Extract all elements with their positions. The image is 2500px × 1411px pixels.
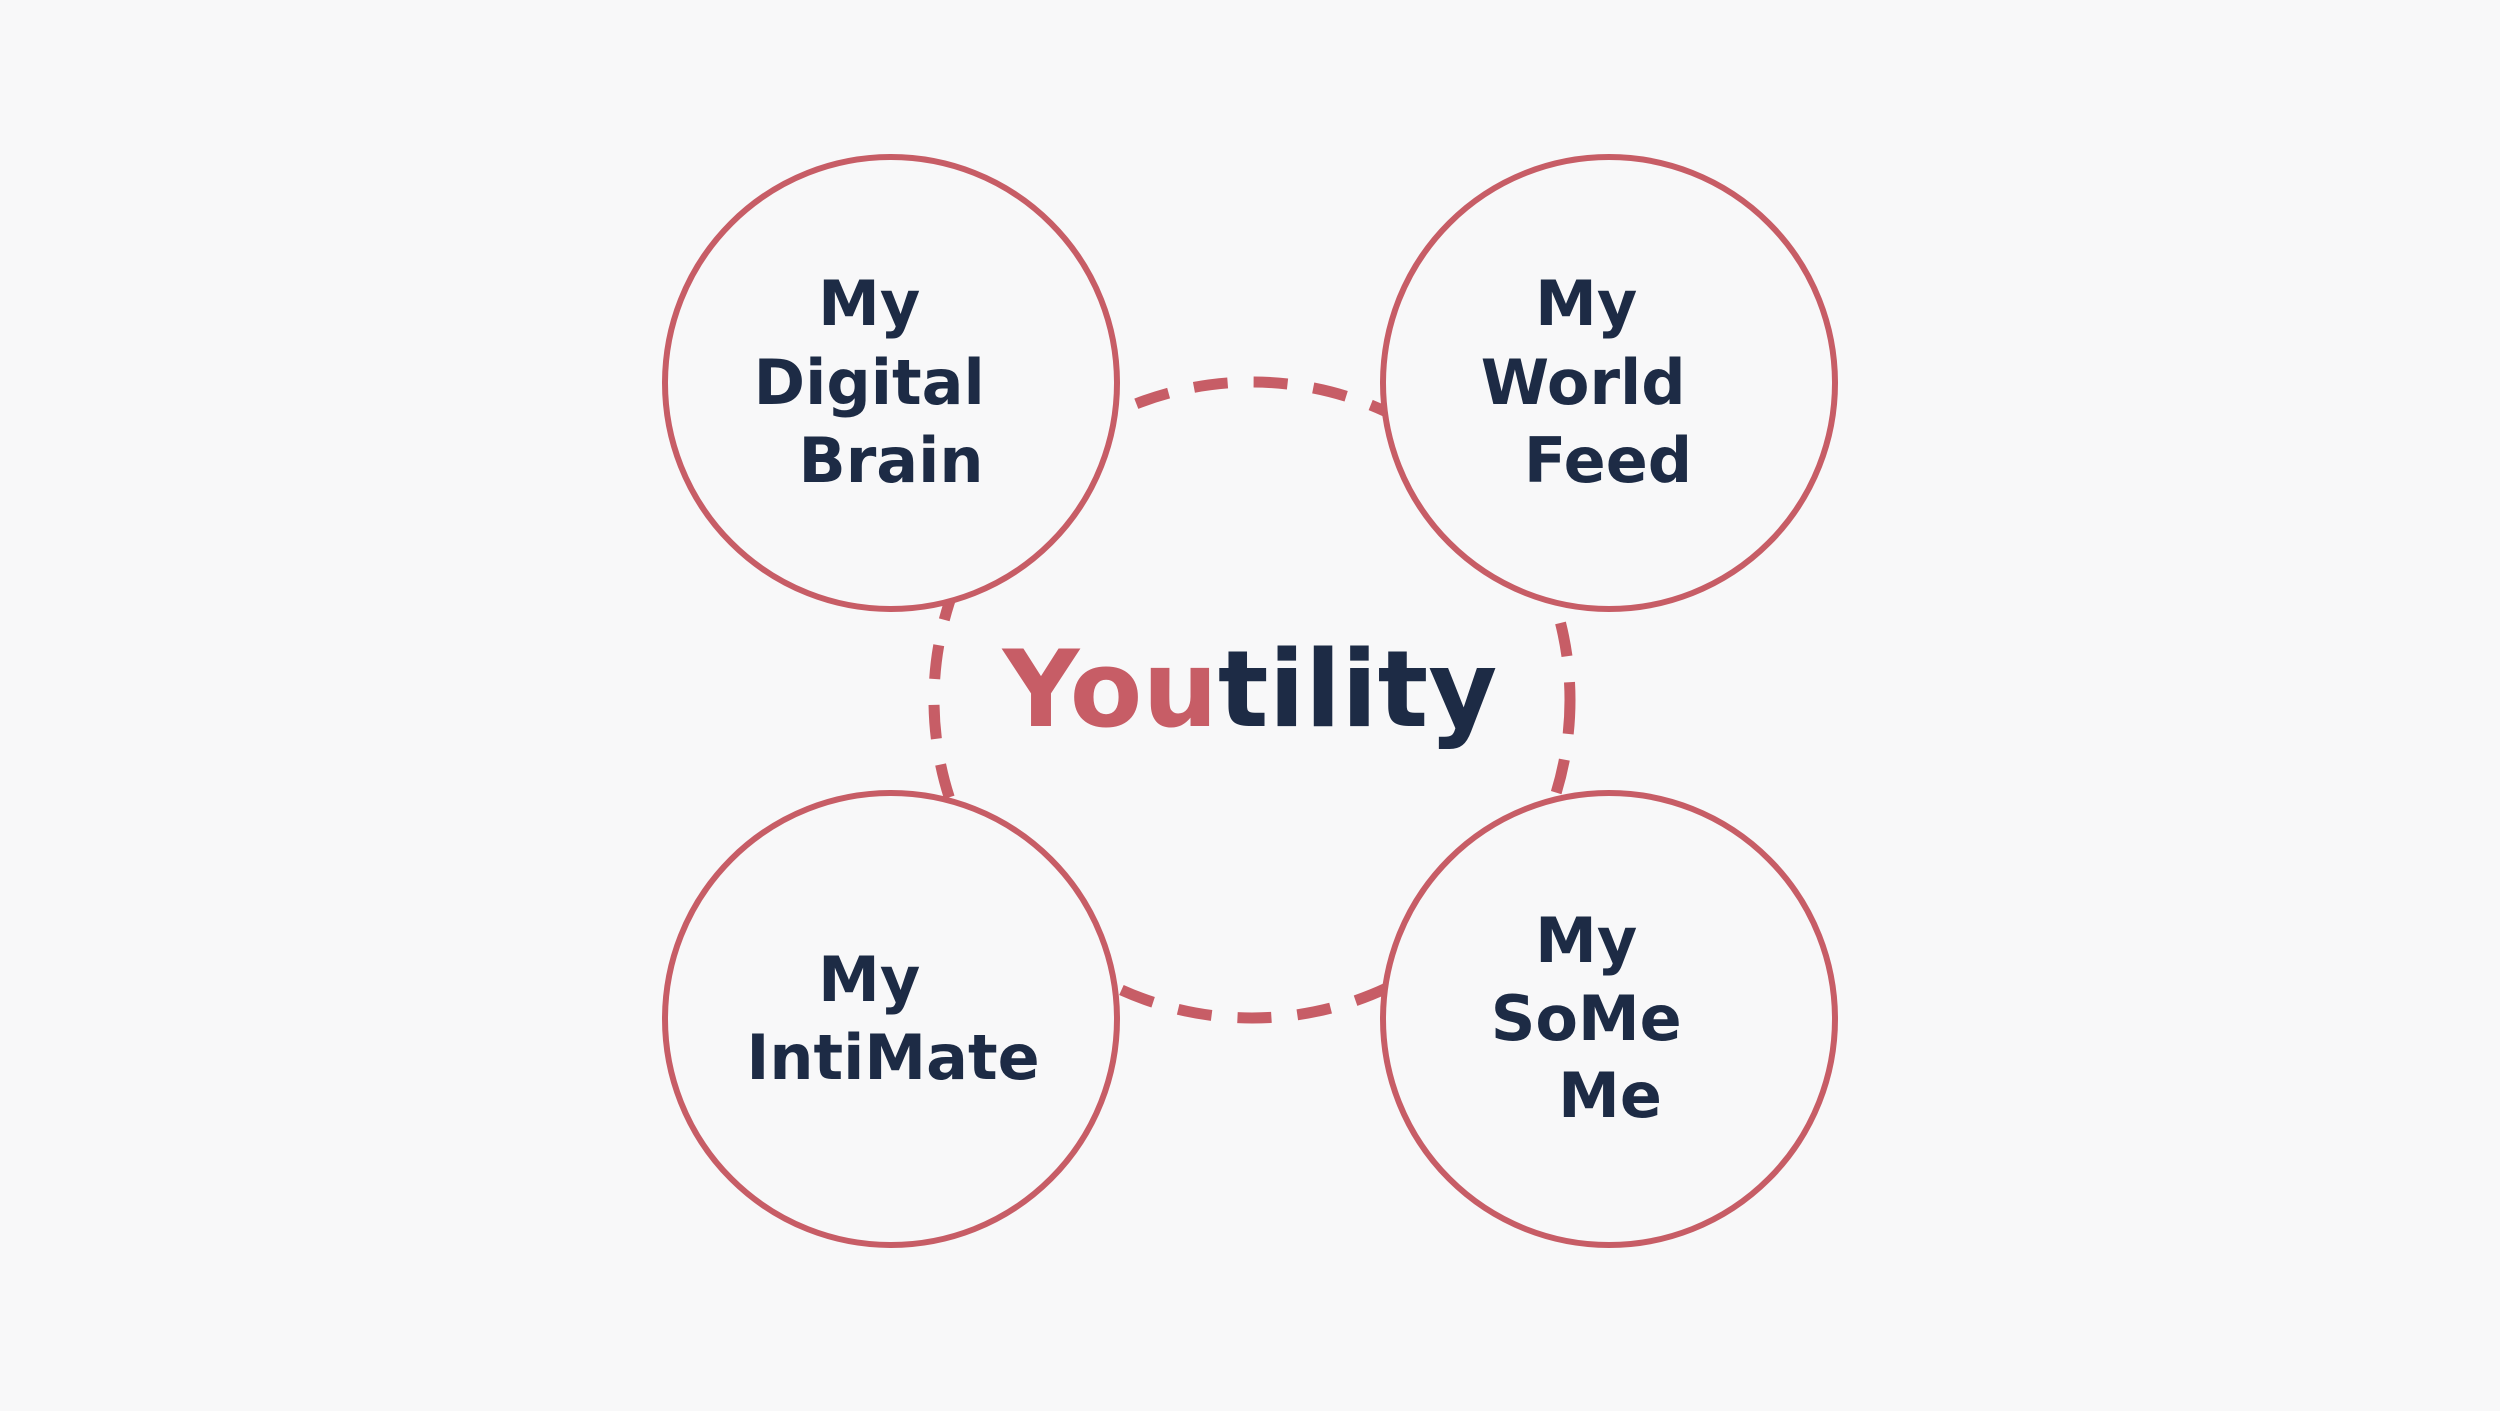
node-label-line: IntiMate [746, 1021, 1039, 1094]
node-label-line: Me [1558, 1059, 1662, 1132]
node-circle [1380, 154, 1838, 612]
center-title: Youtility [1001, 628, 1498, 751]
node-label-line: World [1481, 346, 1686, 419]
node-circle [1380, 790, 1838, 1248]
node-label-line: My [818, 943, 920, 1016]
node-label-line: My [818, 267, 920, 340]
center-title-rest: tility [1218, 628, 1497, 751]
center-title-accent: You [1001, 628, 1218, 751]
node-circle [662, 790, 1120, 1248]
node-label: My Digital Brain [754, 267, 1007, 497]
node-label-line: Feed [1524, 424, 1692, 497]
node-label-line: Brain [798, 424, 983, 497]
node-label-line: Digital [754, 346, 985, 419]
node-label: My SoMe Me [1491, 904, 1704, 1132]
node-label-line: My [1535, 267, 1637, 340]
node-some-me: My SoMe Me [1380, 790, 1838, 1248]
node-label-line: My [1535, 904, 1637, 977]
node-intimate: My IntiMate [662, 790, 1120, 1248]
node-label: My IntiMate [746, 943, 1039, 1094]
node-digital-brain: My Digital Brain [662, 154, 1120, 612]
node-world-feed: My World Feed [1380, 154, 1838, 612]
center-dashed-ring [928, 376, 1576, 1024]
node-circle [662, 154, 1120, 612]
node-label: My World Feed [1481, 267, 1708, 497]
node-label-line: SoMe [1491, 982, 1682, 1055]
